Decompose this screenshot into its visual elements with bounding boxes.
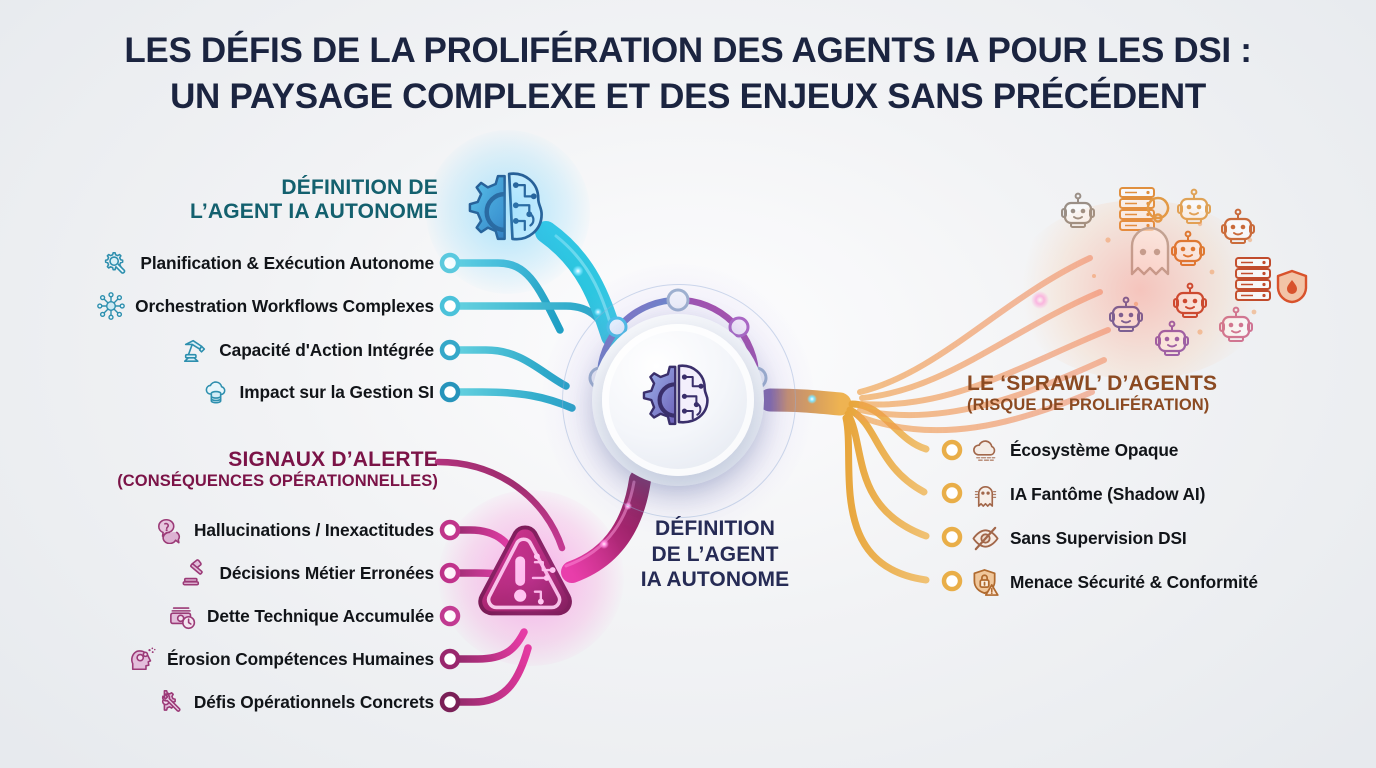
- list-item-sprawl-0[interactable]: Écosystème Opaque: [970, 435, 1178, 465]
- shield-lock-warning-icon: [970, 567, 1000, 597]
- list-item-label: IA Fantôme (Shadow AI): [1010, 483, 1206, 504]
- list-item-alerte-3[interactable]: Érosion Compétences Humaines: [60, 644, 434, 674]
- list-item-label: Décisions Métier Erronées: [219, 562, 434, 583]
- heading-main: LE ‘SPRAWL’ D’AGENTS: [967, 372, 1218, 395]
- list-item-label: Capacité d'Action Intégrée: [219, 339, 434, 360]
- list-item-definition-3[interactable]: Impact sur la Gestion SI: [60, 377, 434, 407]
- center-hub-label: DÉFINITION DE L’AGENT IA AUTONOME: [600, 516, 830, 593]
- heading-sub: (RISQUE DE PROLIFÉRATION): [967, 395, 1210, 414]
- list-item-label: Sans Supervision DSI: [1010, 527, 1187, 548]
- page-title: Les défis de la prolifération des agents…: [0, 28, 1376, 120]
- center-label-line-2: DE L’AGENT: [651, 542, 779, 566]
- list-item-definition-1[interactable]: Orchestration Workflows Complexes: [60, 291, 434, 321]
- list-item-sprawl-2[interactable]: Sans Supervision DSI: [970, 523, 1187, 553]
- list-item-sprawl-3[interactable]: Menace Sécurité & Conformité: [970, 567, 1258, 597]
- title-line-1: Les défis de la prolifération des agents…: [124, 31, 1252, 70]
- list-item-alerte-4[interactable]: Défis Opérationnels Concrets: [60, 687, 434, 717]
- gear-brain-icon: [426, 130, 590, 294]
- heading-main: DÉFINITION DE: [281, 176, 438, 199]
- gear-wrench-icon: [155, 687, 185, 717]
- section-heading-definition: DÉFINITION DE L’AGENT IA AUTONOME: [60, 176, 438, 223]
- heading-sub: L’AGENT IA AUTONOME: [189, 199, 438, 223]
- section-heading-sprawl: LE ‘SPRAWL’ D’AGENTS (RISQUE DE PROLIFÉR…: [967, 372, 1297, 414]
- amber-nodes: [941, 439, 963, 592]
- section-heading-alerte: SIGNAUX D’ALERTE (CONSÉQUENCES OPÉRATION…: [60, 448, 438, 490]
- center-label-line-3: IA AUTONOME: [640, 568, 790, 592]
- list-item-alerte-2[interactable]: Dette Technique Accumulée: [60, 601, 434, 631]
- gavel-icon: [180, 558, 210, 588]
- list-item-label: Hallucinations / Inexactitudes: [194, 519, 434, 540]
- center-label-line-1: DÉFINITION: [655, 517, 775, 540]
- question-bubble-icon: [155, 515, 185, 545]
- warning-triangle-icon: [438, 490, 624, 666]
- list-item-sprawl-1[interactable]: IA Fantôme (Shadow AI): [970, 479, 1205, 509]
- list-item-alerte-0[interactable]: Hallucinations / Inexactitudes: [60, 515, 434, 545]
- gear-wrench-icon: [101, 248, 131, 278]
- cloud-icon: [970, 435, 1000, 465]
- gear-brain-icon: [632, 354, 724, 446]
- ghost-icon: [970, 479, 1000, 509]
- network-hub-icon: [96, 291, 126, 321]
- head-gears-icon: [128, 644, 158, 674]
- list-item-label: Orchestration Workflows Complexes: [135, 295, 434, 316]
- list-item-definition-2[interactable]: Capacité d'Action Intégrée: [60, 335, 434, 365]
- cyan-nodes: [439, 252, 461, 403]
- list-item-alerte-1[interactable]: Décisions Métier Erronées: [60, 558, 434, 588]
- money-clock-icon: [168, 601, 198, 631]
- list-item-label: Écosystème Opaque: [1010, 439, 1179, 460]
- list-item-label: Menace Sécurité & Conformité: [1010, 571, 1258, 592]
- title-line-2: Un paysage complexe et des enjeux sans p…: [170, 77, 1206, 117]
- list-item-label: Dette Technique Accumulée: [206, 605, 434, 626]
- list-item-label: Érosion Compétences Humaines: [166, 648, 434, 669]
- list-item-label: Impact sur la Gestion SI: [239, 381, 435, 402]
- heading-main: SIGNAUX D’ALERTE: [228, 448, 438, 471]
- robot-swarm-icon: [1010, 180, 1350, 380]
- heading-sub: (CONSÉQUENCES OPÉRATIONNELLES): [117, 471, 438, 490]
- cloud-database-icon: [201, 377, 231, 407]
- eye-off-icon: [970, 523, 1000, 553]
- list-item-label: Planification & Exécution Autonome: [140, 252, 434, 273]
- list-item-label: Défis Opérationnels Concrets: [193, 691, 434, 712]
- robot-arm-icon: [180, 335, 210, 365]
- list-item-definition-0[interactable]: Planification & Exécution Autonome: [60, 248, 434, 278]
- central-hub: [542, 264, 814, 536]
